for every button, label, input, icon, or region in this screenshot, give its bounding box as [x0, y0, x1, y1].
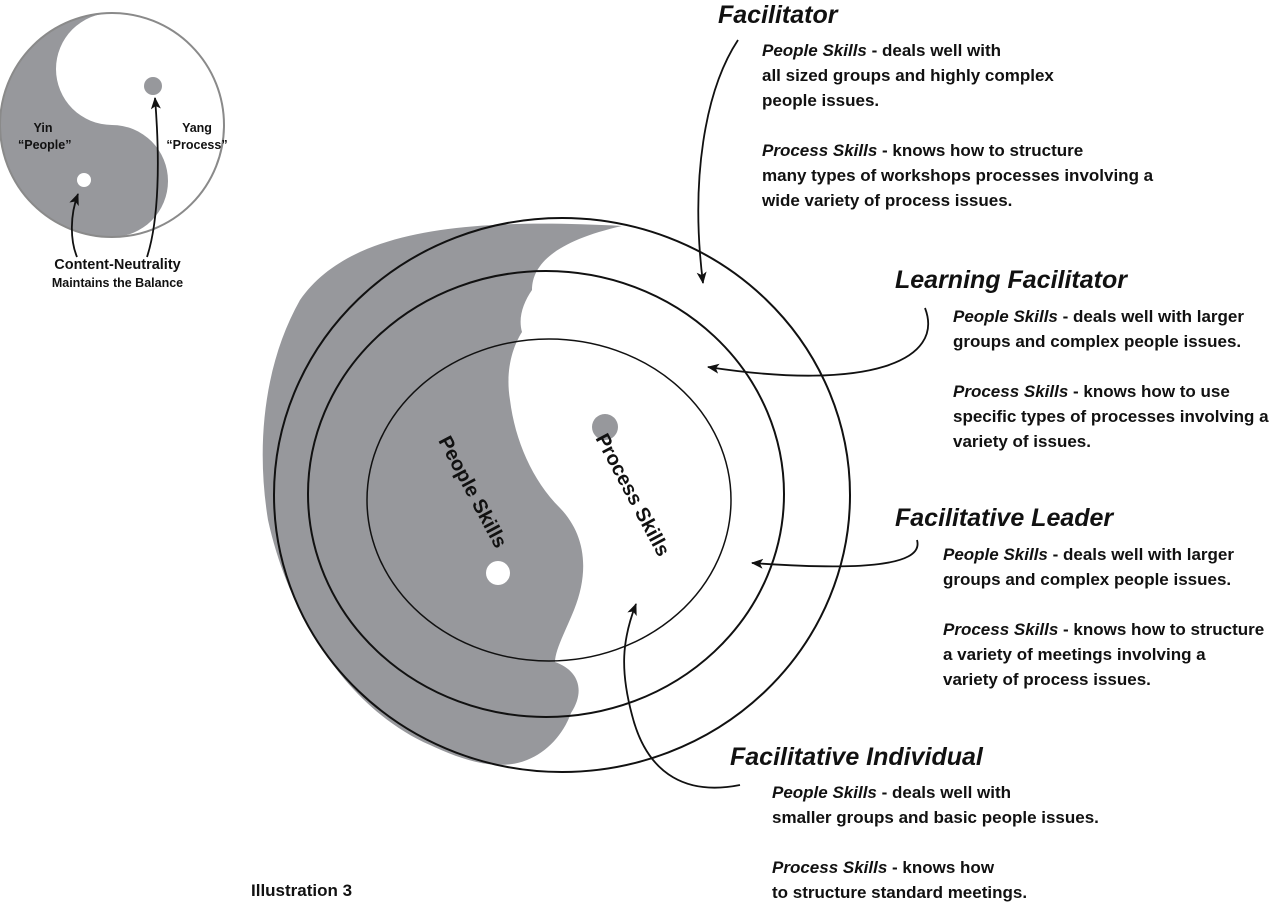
yang-subtitle: “Process” [166, 138, 228, 152]
yang-label: Yang “Process” [165, 120, 229, 154]
process-skills-center-label: Process Skills [591, 430, 674, 560]
desc-text: - knows how to use [1068, 382, 1230, 401]
facilitator-people-line-2: all sized groups and highly complex [762, 66, 1054, 85]
desc-text: - knows how [887, 858, 995, 877]
facilitative-leader-process-line-3: variety of process issues. [943, 670, 1151, 689]
people-skills-term: People Skills [943, 545, 1048, 564]
process-dot [592, 414, 618, 440]
facilitator-process-line-3: wide variety of process issues. [762, 191, 1013, 210]
facilitative-leader-people-line-1: People Skills - deals well with larger [943, 542, 1278, 567]
facilitator-description: People Skills - deals well with all size… [762, 38, 1242, 213]
facilitative-individual-people-line-1: People Skills - deals well with [772, 780, 1192, 805]
arrow-neutrality-to-yin [69, 193, 79, 258]
people-skills-term: People Skills [953, 307, 1058, 326]
learning-facilitator-description: People Skills - deals well with larger g… [953, 304, 1278, 454]
arrow-facilitative-leader [751, 539, 919, 569]
large-yin-yang [262, 217, 851, 773]
middle-ring-learning-facilitator [307, 270, 785, 718]
facilitative-leader-process-line-2: a variety of meetings involving a [943, 645, 1206, 664]
facilitative-individual-title: Facilitative Individual [730, 743, 983, 771]
process-skills-term: Process Skills [772, 858, 888, 877]
arrow-neutrality-to-yang [146, 97, 161, 258]
content-neutrality-title: Content-Neutrality [54, 257, 181, 273]
yang-title: Yang [182, 121, 212, 135]
process-skills-term: Process Skills [953, 382, 1069, 401]
facilitative-individual-description: People Skills - deals well with smaller … [772, 780, 1192, 905]
desc-text: - deals well with larger [1057, 307, 1245, 326]
small-yin-dot [77, 173, 91, 187]
yin-subtitle: “People” [18, 138, 72, 152]
learning-facilitator-process-line-2: specific types of processes involving a [953, 407, 1269, 426]
learning-facilitator-process-line-3: variety of issues. [953, 432, 1091, 451]
inner-ring-facilitative-leader [366, 338, 732, 662]
facilitative-leader-people-line-2: groups and complex people issues. [943, 570, 1232, 589]
learning-facilitator-title: Learning Facilitator [895, 266, 1127, 294]
people-dot [486, 561, 510, 585]
facilitative-individual-process-line-1: Process Skills - knows how [772, 855, 1192, 880]
yin-title: Yin [33, 121, 53, 135]
arrow-facilitative-individual [623, 603, 741, 789]
process-skills-term: Process Skills [762, 141, 878, 160]
yin-crescent-shape [262, 223, 622, 765]
facilitative-leader-description: People Skills - deals well with larger g… [943, 542, 1278, 692]
small-yin-yang-yang-half [56, 13, 224, 237]
facilitator-people-line-1: People Skills - deals well with [762, 38, 1242, 63]
arrow-learning-facilitator [707, 307, 930, 377]
yin-label: Yin “People” [18, 120, 72, 154]
facilitator-title: Facilitator [718, 1, 838, 29]
illustration-caption: Illustration 3 [251, 881, 353, 900]
desc-text: - knows how to structure [877, 141, 1084, 160]
facilitative-leader-title: Facilitative Leader [895, 504, 1114, 532]
learning-facilitator-people-line-2: groups and complex people issues. [953, 332, 1242, 351]
outer-ring-facilitator [273, 217, 851, 773]
desc-text: - knows how to structure [1058, 620, 1265, 639]
facilitator-process-line-2: many types of workshops processes involv… [762, 166, 1154, 185]
desc-text: - deals well with [866, 41, 1002, 60]
learning-facilitator-process-line-1: Process Skills - knows how to use [953, 379, 1278, 404]
facilitative-individual-process-line-2: to structure standard meetings. [772, 883, 1028, 902]
desc-text: - deals well with larger [1047, 545, 1235, 564]
small-yin-yang-outline [0, 12, 225, 238]
small-yin-yang [0, 12, 225, 258]
process-skills-term: Process Skills [943, 620, 1059, 639]
maintains-balance-subtitle: Maintains the Balance [51, 276, 184, 290]
content-neutrality-label: Content-Neutrality Maintains the Balance [30, 256, 205, 292]
people-skills-term: People Skills [772, 783, 877, 802]
facilitator-process-line-1: Process Skills - knows how to structure [762, 138, 1242, 163]
arrow-facilitator [696, 39, 739, 284]
facilitative-individual-people-line-2: smaller groups and basic people issues. [772, 808, 1099, 827]
small-yang-dot [144, 77, 162, 95]
facilitative-leader-process-line-1: Process Skills - knows how to structure [943, 617, 1278, 642]
learning-facilitator-people-line-1: People Skills - deals well with larger [953, 304, 1278, 329]
people-skills-term: People Skills [762, 41, 867, 60]
facilitator-people-line-3: people issues. [762, 91, 880, 110]
desc-text: - deals well with [876, 783, 1012, 802]
